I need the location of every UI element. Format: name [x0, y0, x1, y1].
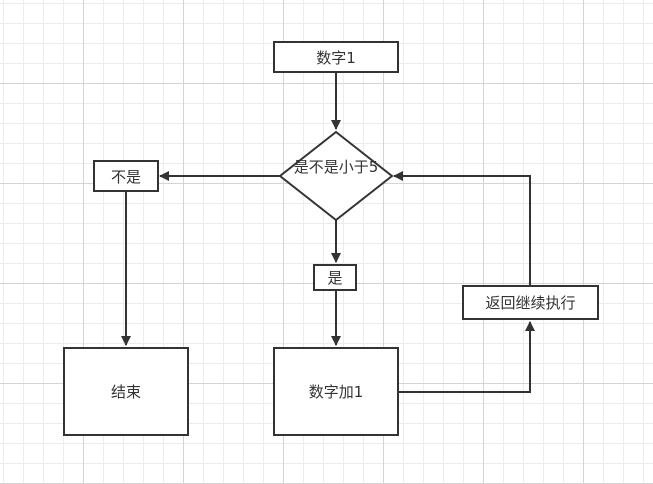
decision-diamond — [278, 130, 394, 222]
start-node-label: 数字1 — [316, 48, 356, 67]
edge-increment-to-loop — [399, 321, 535, 393]
end-node: 结束 — [63, 347, 189, 436]
no-label-text: 不是 — [110, 167, 141, 186]
decision-node-text: 是不是小于5 — [293, 158, 379, 176]
yes-label-text: 是 — [327, 269, 343, 287]
start-node: 数字1 — [273, 41, 399, 73]
loop-back-node-label: 返回继续执行 — [485, 294, 576, 312]
loop-back-node: 返回继续执行 — [462, 285, 599, 320]
yes-label-node: 是 — [313, 264, 357, 291]
edge-loop-to-decision — [393, 171, 531, 285]
end-node-label: 结束 — [110, 383, 141, 401]
increment-node-label: 数字加1 — [308, 383, 364, 401]
increment-node: 数字加1 — [273, 347, 399, 436]
no-label-node: 不是 — [93, 160, 159, 192]
decision-node-label: 是不是小于5 — [280, 158, 392, 176]
